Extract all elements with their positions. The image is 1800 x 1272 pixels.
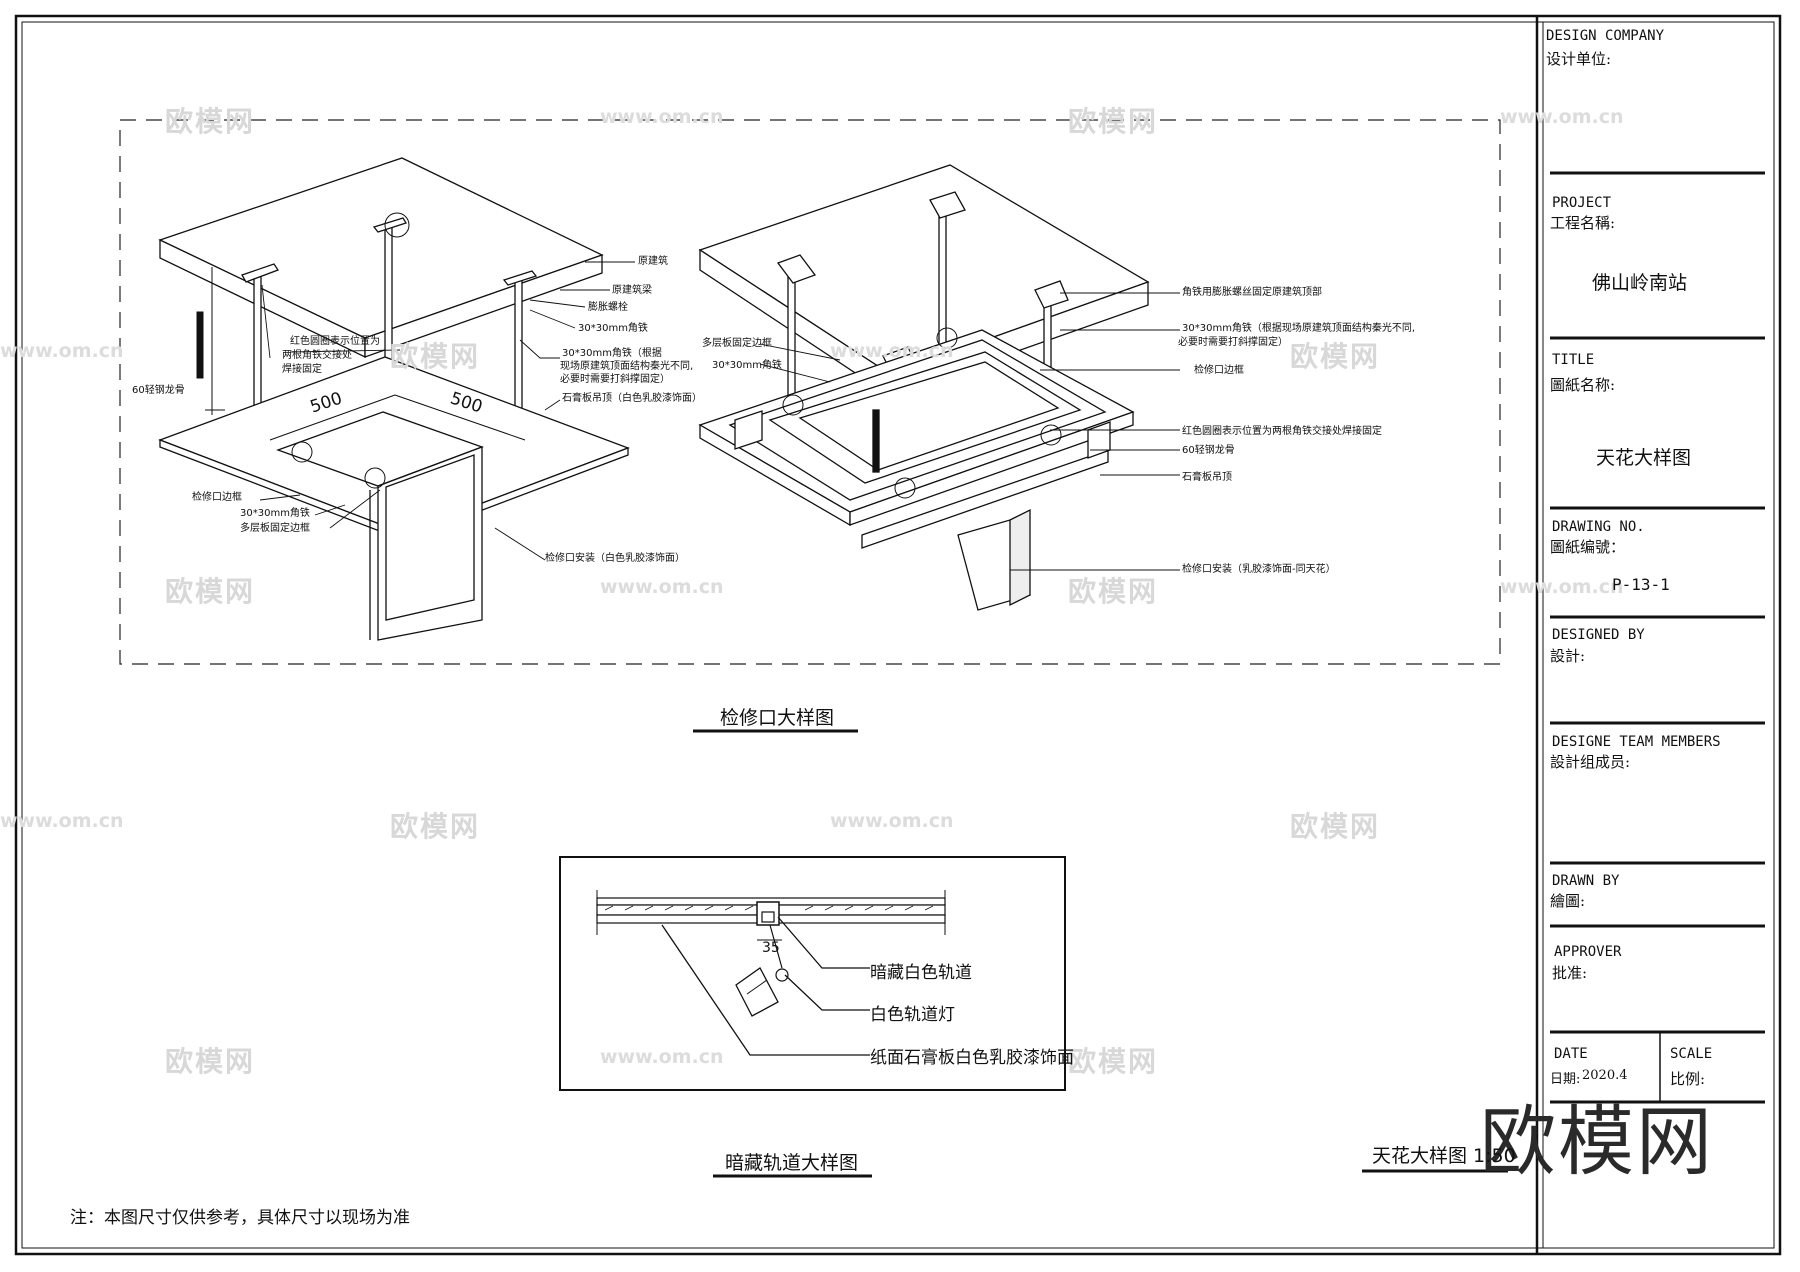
right-iso-leaders xyxy=(759,292,1180,571)
caption-access-panel: 检修口大样图 xyxy=(720,707,835,729)
label-multi-frame-r: 多层板固定边框 xyxy=(702,338,772,349)
label-angle-note-r2: 必要时需要打斜撑固定） xyxy=(1178,337,1288,348)
left-iso-leaders xyxy=(205,261,635,561)
design-company-cn: 设计单位: xyxy=(1546,50,1612,68)
watermark: 欧模网 xyxy=(165,105,256,138)
label-angle-note-1: 30*30mm角铁（根据 xyxy=(562,348,662,359)
team-label: DESIGNE TEAM MEMBERS xyxy=(1552,734,1721,750)
approver-cn: 批准: xyxy=(1552,964,1588,982)
label-circle-note-3: 焊接固定 xyxy=(282,364,322,375)
watermark-url: www.om.cn xyxy=(600,576,724,598)
watermark-url: www.om.cn xyxy=(600,1046,724,1068)
scale-cn: 比例: xyxy=(1670,1070,1706,1088)
project-value: 佛山岭南站 xyxy=(1592,272,1688,294)
team-cn: 設計组成员: xyxy=(1550,753,1631,771)
watermark-url: www.om.cn xyxy=(600,106,724,128)
label-angle-bolt: 角铁用膨胀螺丝固定原建筑顶部 xyxy=(1182,287,1322,298)
detail-dashed-frame xyxy=(119,119,1501,665)
watermark: 欧模网 xyxy=(1068,105,1159,138)
project-cn: 工程名稱: xyxy=(1550,214,1616,232)
label-keel: 60轻钢龙骨 xyxy=(132,385,185,396)
footnote: 注：本图尺寸仅供参考，具体尺寸以现场为准 xyxy=(70,1208,410,1228)
label-circle-note-2: 两根角铁交接处 xyxy=(282,350,352,361)
approver-label: APPROVER xyxy=(1554,944,1622,960)
track-detail-section xyxy=(596,890,946,1017)
label-multi-frame: 多层板固定边框 xyxy=(240,523,310,534)
label-circle-note-r: 红色圆圈表示位置为两根角铁交接处焊接固定 xyxy=(1182,426,1382,437)
label-angle-r: 30*30mm角铁 xyxy=(712,360,782,371)
watermark: 欧模网 xyxy=(1290,810,1381,843)
label-bolt: 膨胀螺栓 xyxy=(588,302,628,313)
right-iso-frame xyxy=(698,191,1135,611)
left-iso-ceiling-slab xyxy=(158,157,604,359)
label-board: 纸面石膏板白色乳胶漆饰面 xyxy=(870,1048,1074,1068)
label-building: 原建筑 xyxy=(638,256,668,267)
drawing-no-label: DRAWING NO. xyxy=(1552,519,1645,535)
label-install-r: 检修口安装（乳胶漆饰面-同天花） xyxy=(1182,564,1336,575)
scale-label: SCALE xyxy=(1670,1046,1713,1062)
design-company-label: DESIGN COMPANY xyxy=(1546,28,1665,44)
brand-logo: 欧模网 xyxy=(1480,1097,1714,1186)
watermark: 欧模网 xyxy=(390,340,481,373)
drawn-by-cn: 繪圖: xyxy=(1550,892,1586,910)
label-track-light: 白色轨道灯 xyxy=(870,1005,955,1025)
label-frame-r: 检修口边框 xyxy=(1194,365,1244,376)
watermark-url: www.om.cn xyxy=(1500,576,1624,598)
title-block-lines xyxy=(1550,171,1765,1104)
designed-by-cn: 設計: xyxy=(1550,647,1586,665)
label-beam: 原建筑梁 xyxy=(612,285,652,296)
label-angle-note-2: 现场原建筑顶面结构秦光不同, xyxy=(560,361,694,372)
date-value: 2020.4 xyxy=(1582,1068,1628,1083)
left-iso-hangers xyxy=(241,212,538,423)
left-iso-dimension-lines xyxy=(196,267,526,441)
watermark: 欧模网 xyxy=(165,1045,256,1078)
label-frame: 检修口边框 xyxy=(192,492,242,503)
label-track: 暗藏白色轨道 xyxy=(870,963,972,983)
watermark-url: www.om.cn xyxy=(0,810,124,832)
label-angle-2: 30*30mm角铁 xyxy=(240,508,310,519)
watermark: 欧模网 xyxy=(1290,340,1381,373)
label-dim-35: 35 xyxy=(762,940,780,956)
sheet-border xyxy=(14,14,1782,1256)
watermark-url: www.om.cn xyxy=(0,340,124,362)
watermark: 欧模网 xyxy=(390,810,481,843)
label-install: 检修口安装（白色乳胶漆饰面） xyxy=(545,553,685,564)
caption-track: 暗藏轨道大样图 xyxy=(725,1152,859,1174)
label-circle-note-1: 红色圆圈表示位置为 xyxy=(290,336,380,347)
designed-by-label: DESIGNED BY xyxy=(1552,627,1645,643)
label-angle: 30*30mm角铁 xyxy=(578,323,648,334)
watermark-url: www.om.cn xyxy=(830,340,954,362)
label-angle-note-r1: 30*30mm角铁（根据现场原建筑顶面结构秦光不同, xyxy=(1182,323,1416,334)
date-label: DATE xyxy=(1554,1046,1588,1062)
project-label: PROJECT xyxy=(1552,195,1612,211)
label-gypsum-r: 石膏板吊顶 xyxy=(1182,472,1232,483)
title-value: 天花大样图 xyxy=(1596,447,1692,469)
watermark: 欧模网 xyxy=(1068,575,1159,608)
watermark-url: www.om.cn xyxy=(1500,106,1624,128)
watermark: 欧模网 xyxy=(1068,1045,1159,1078)
track-detail-leaders xyxy=(661,916,870,1056)
watermark: 欧模网 xyxy=(165,575,256,608)
label-gypsum: 石膏板吊顶（白色乳胶漆饰面） xyxy=(562,393,702,404)
title-label: TITLE xyxy=(1552,352,1595,368)
drawing-no-cn: 圖紙编號： xyxy=(1550,538,1626,556)
date-cn: 日期: xyxy=(1550,1072,1581,1087)
watermark-url: www.om.cn xyxy=(830,810,954,832)
drawing-no-value: P-13-1 xyxy=(1612,575,1670,594)
drawn-by-label: DRAWN BY xyxy=(1552,873,1620,889)
label-angle-note-3: 必要时需要打斜撑固定） xyxy=(560,374,670,385)
label-keel-r: 60轻钢龙骨 xyxy=(1182,445,1235,456)
sheet-caption: 天花大样图 1:50 xyxy=(1372,1145,1516,1167)
track-detail-frame xyxy=(559,856,1066,1091)
left-iso-gypsum-board xyxy=(158,356,630,641)
title-cn: 圖紙名称: xyxy=(1550,376,1616,394)
